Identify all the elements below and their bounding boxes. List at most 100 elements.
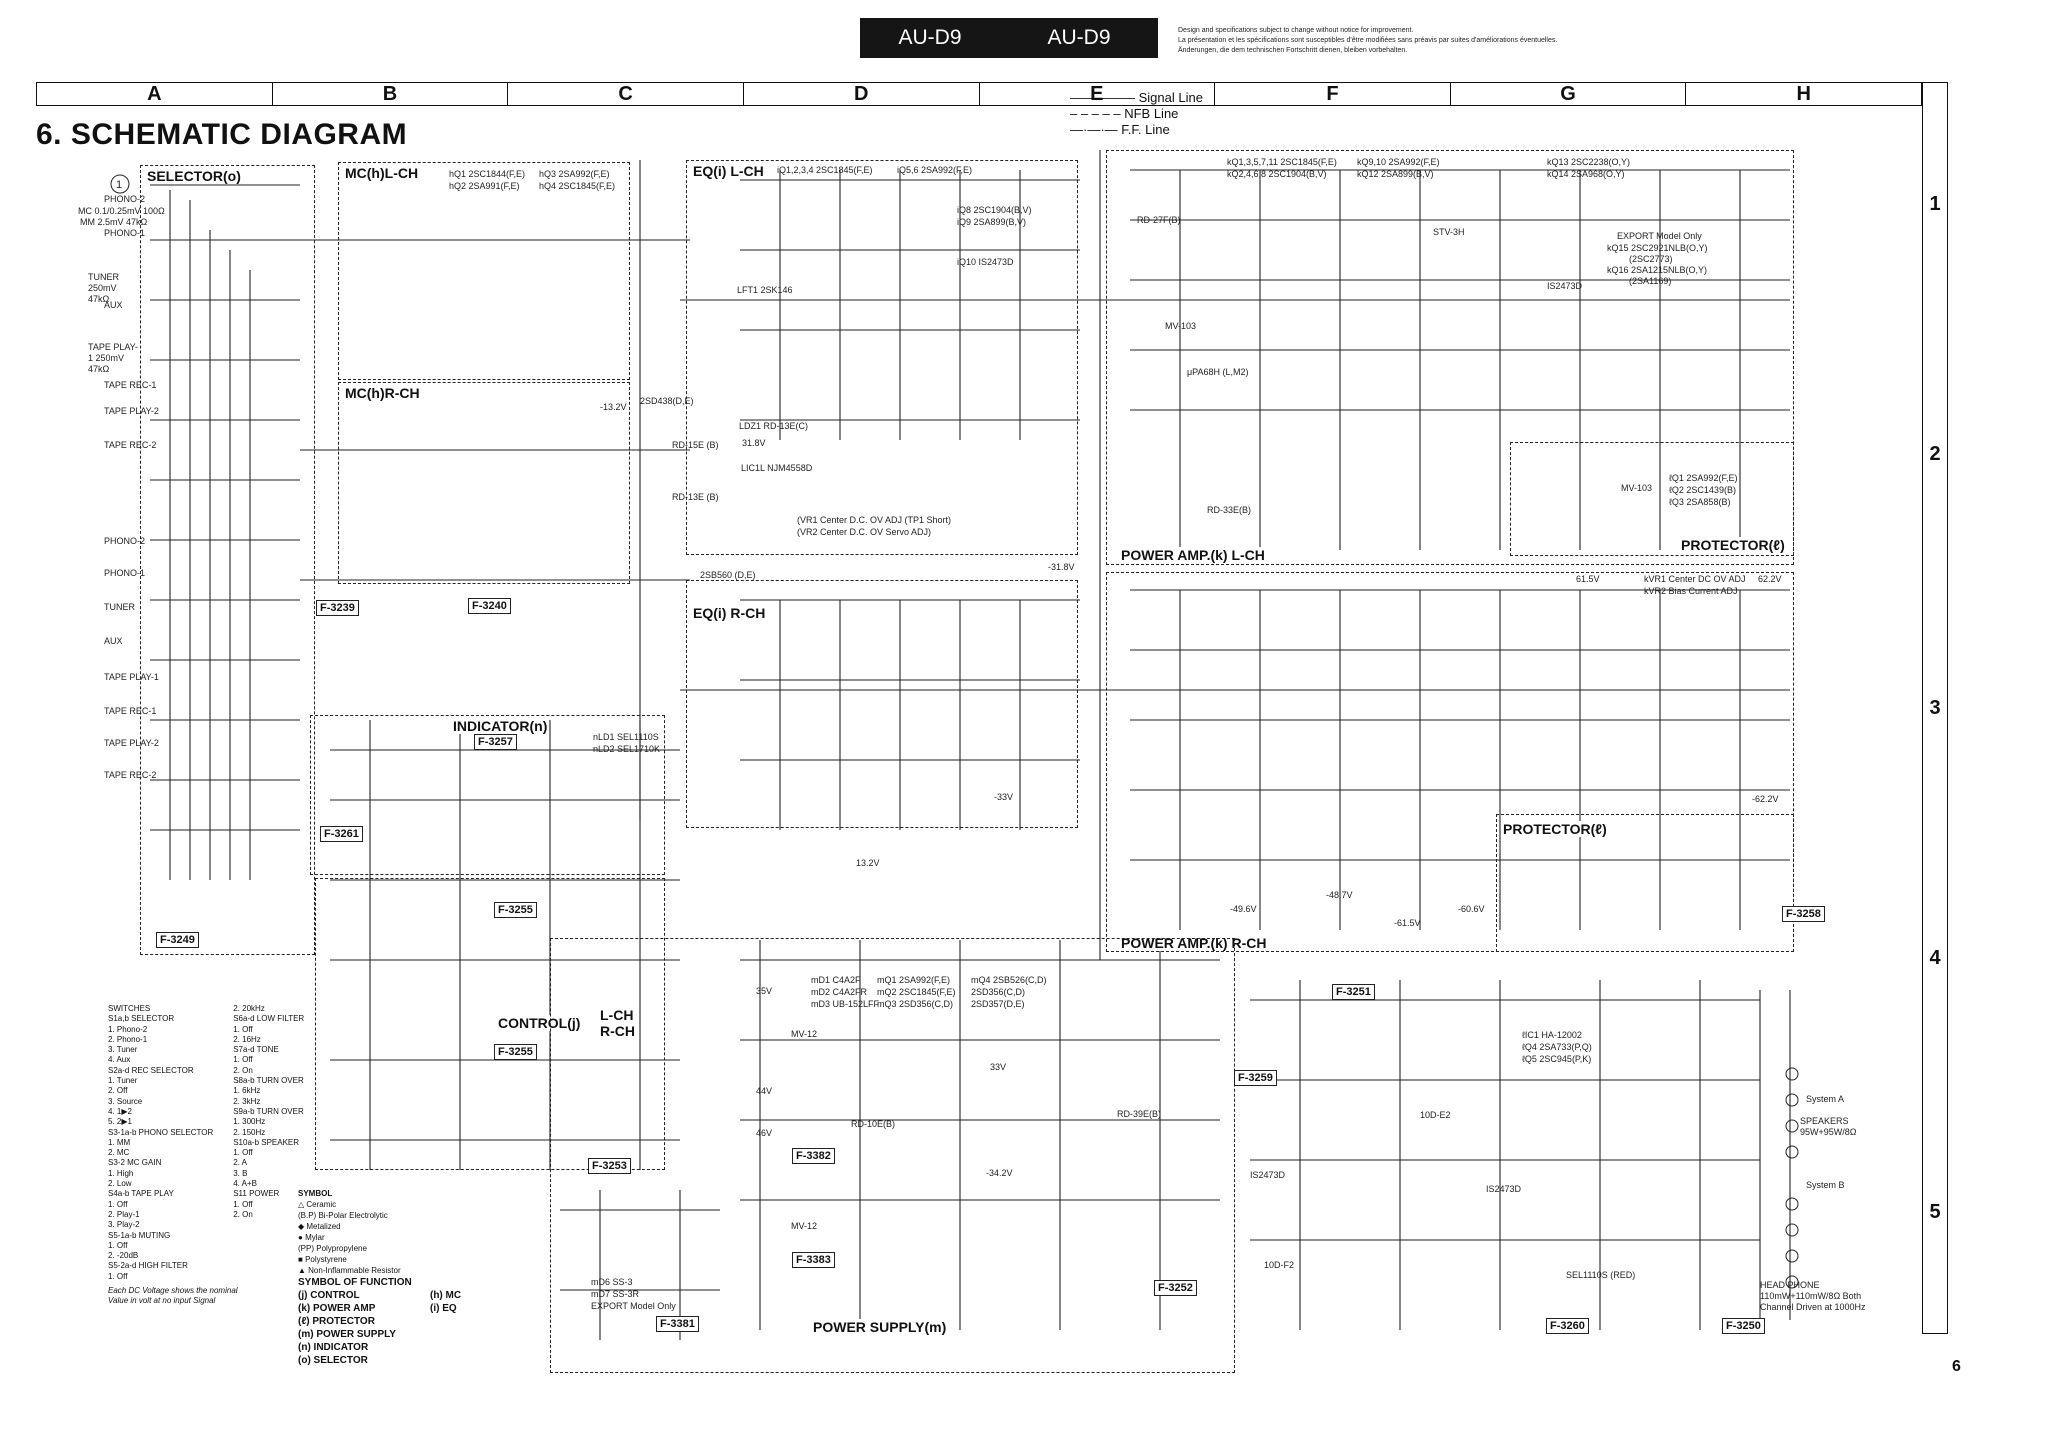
pa-l-part-13: MV-103 [1165,321,1197,331]
volt-11: -48.7V [1326,890,1353,900]
sw-25: S5-2a-d HIGH FILTER [108,1261,188,1271]
pa-l-block: kQ1,3,5,7,11 2SC1845(F,E) kQ2,4,6,8 2SC1… [1106,150,1794,565]
sel-in-16: TAPE REC-1 [104,706,157,716]
volt-5: 61.5V [1576,574,1600,584]
sw-31: S7a-d TONE [233,1045,279,1055]
function-key: SYMBOL OF FUNCTION (j) CONTROL (k) POWER… [298,1276,461,1367]
pa-l-part-10: (2SA1169) [1629,276,1672,286]
col-f: F [1215,83,1451,105]
board-f3240: F-3240 [468,598,511,614]
psu-block: mD1 C4A2F mD2 C4A2FR mD3 UB-152LFF mQ1 2… [550,938,1235,1373]
pa-l-part-7: kQ15 2SC2921NLB(O,Y) [1607,243,1708,253]
eq-l-block: EQ(i) L-CH iQ1,2,3,4 2SC1845(F,E) iQ5,6 … [686,160,1078,555]
sel-in-12: PHONO-1 [104,568,146,578]
eq-l-part-4: iQ9 2SA899(B,V) [957,217,1027,227]
board-f3251: F-3251 [1332,984,1375,1000]
fn-eq: (i) EQ [429,1303,457,1314]
sw-15: S3-2 MC GAIN [108,1158,162,1168]
board-f3261: F-3261 [320,826,363,842]
volt-2: -31.8V [1048,562,1075,572]
prot-top-part-4: MV-103 [1621,483,1653,493]
sw-12: S3-1a-b PHONO SELECTOR [108,1127,214,1137]
pa-adjust-2: kVR2 Bias Current ADJ [1644,586,1738,596]
sw-21: 3. Play-2 [108,1220,140,1230]
line-legend: ————— Signal Line – – – – – NFB Line —·—… [1070,90,1203,138]
pa-l-part-15: STV-3H [1433,227,1465,237]
prot-top-part-1: ℓQ1 2SA992(F,E) [1669,473,1738,483]
control-l-label: L-CH [598,1007,636,1023]
eq-l-label: EQ(i) L-CH [691,163,766,179]
prot-bot-part-7: 10D-F2 [1264,1260,1295,1270]
eq-l-part-1: iQ1,2,3,4 2SC1845(F,E) [777,165,873,175]
sw-7: 1. Tuner [108,1076,138,1086]
col-e: E [980,83,1216,105]
eq-l-part-8: LIC1L NJM4558D [741,463,813,473]
board-f3253: F-3253 [588,1158,631,1174]
eq-l-part-7: LDZ1 RD-13E(C) [739,421,809,431]
sel-in-18: TAPE REC-2 [104,770,157,780]
board-f3383: F-3383 [792,1252,835,1268]
sel-in-1: PHONO-2 [104,194,146,204]
switch-col-1: SWITCHES S1a,b SELECTOR 1. Phono-2 2. Ph… [108,1004,213,1282]
control-label: CONTROL(j) [496,1015,583,1031]
svg-text:1: 1 [116,179,122,191]
sw-8: 2. Off [108,1086,128,1096]
board-f3382: F-3382 [792,1148,835,1164]
volt-8: -33V [994,792,1014,802]
volt-13: -61.5V [1394,918,1421,928]
note-de: Änderungen, die dem technischen Fortschr… [1178,47,1408,54]
board-f3252: F-3252 [1154,1280,1197,1296]
pa-l-part-4: kQ12 2SA899(B,V) [1357,169,1434,179]
fn-mc: (h) MC [429,1290,462,1301]
note-fr: La présentation et les spécifications so… [1178,37,1558,44]
col-c: C [508,83,744,105]
pa-l-part-6: kQ14 2SA968(O,Y) [1547,169,1625,179]
mc-l-part-4: hQ4 2SC1845(F,E) [539,181,616,191]
sw-41: 1. Off [233,1148,253,1158]
eq-l-part-2: iQ5,6 2SA992(F,E) [897,165,973,175]
sel-in-14: AUX [104,636,123,646]
psu-part-4: mQ1 2SA992(F,E) [877,975,951,985]
prot-bot-part-5: IS2473D [1486,1184,1522,1194]
mc-r-part-1: 2SD438(D,E) [640,396,694,406]
switch-list: SWITCHES S1a,b SELECTOR 1. Phono-2 2. Ph… [108,1004,304,1307]
col-a: A [37,83,273,105]
pa-l-part-5: kQ13 2SC2238(O,Y) [1547,157,1631,167]
indicator-part-2: nLD2 SEL1710K [593,744,661,754]
symbol-ceramic: △ Ceramic [298,1200,337,1209]
model-tab-b: AU-D9 [1000,18,1158,58]
pa-l-part-16: IS2473D [1547,281,1583,291]
sw-10: 4. 1▶2 [108,1106,132,1116]
prot-bot-part-1: ℓIC1 HA-12002 [1522,1030,1582,1040]
legend-ff: —·—·— F.F. Line [1070,122,1170,137]
sw-20: 2. Play-1 [108,1209,140,1219]
sw-35: 1. 6kHz [233,1086,261,1096]
sw-42: 2. A [233,1158,248,1168]
indicator-label: INDICATOR(n) [451,718,550,734]
mc-r-label: MC(h)R-CH [343,385,422,401]
mc-r-block: MC(h)R-CH [338,382,630,584]
sw-14: 2. MC [108,1148,130,1158]
prot-top-block: ℓQ1 2SA992(F,E) ℓQ2 2SC1439(B) ℓQ3 2SA85… [1510,442,1794,556]
sw-28: S6a-d LOW FILTER [233,1014,305,1024]
sw-33: 2. On [233,1065,253,1075]
prot-top-label: PROTECTOR(ℓ) [1679,537,1787,553]
prot-bot-part-4: IS2473D [1250,1170,1286,1180]
volt-6: 62.2V [1758,574,1782,584]
board-f3258: F-3258 [1782,906,1825,922]
symbol-polypropylene: (PP) Polypropylene [298,1244,367,1253]
selector-label: SELECTOR(o) [145,168,243,184]
sw-5: 4. Aux [108,1055,131,1065]
prot-bot-label: PROTECTOR(ℓ) [1501,821,1609,837]
volt-3: -13.2V [600,402,627,412]
symbol-key: SYMBOL △ Ceramic (B.P) Bi-Polar Electrol… [298,1188,401,1276]
legend-nfb: – – – – – NFB Line [1070,106,1179,121]
dc-voltage-note: Each DC Voltage shows the nominal Value … [108,1286,238,1306]
prot-bot-part-6: 10D-E2 [1420,1110,1451,1120]
sel-in-9: TAPE PLAY-2 [104,406,159,416]
row-index: 1 2 3 4 5 [1922,82,1948,1334]
eq-l-part-3: iQ8 2SC1904(B,V) [957,205,1032,215]
eq-l-adjust-2: (VR2 Center D.C. OV Servo ADJ) [797,527,932,537]
switch-col-2: 2. 20kHz S6a-d LOW FILTER 1. Off 2. 16Hz… [233,1004,304,1282]
mc-l-part-2: hQ2 2SA991(F,E) [449,181,520,191]
